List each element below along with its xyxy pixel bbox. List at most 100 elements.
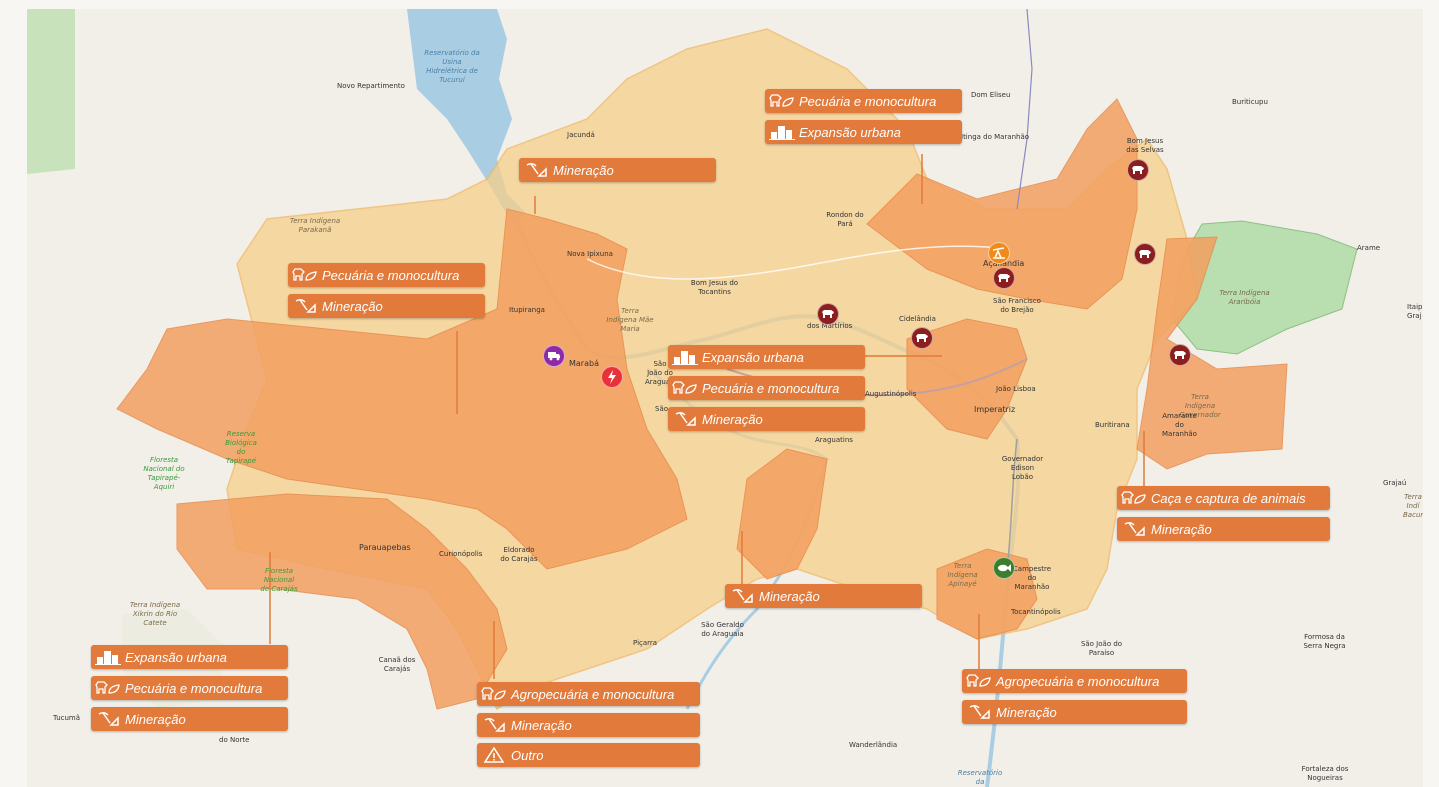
cow-pin[interactable] bbox=[1134, 243, 1156, 265]
place-formosa: Formosa da Serra Negra bbox=[1303, 633, 1346, 650]
lightning-icon bbox=[608, 370, 616, 384]
tag-label: Mineração bbox=[759, 588, 820, 604]
connector-lines bbox=[269, 154, 1145, 679]
pickaxe-icon bbox=[477, 713, 511, 737]
cow-leaf-icon bbox=[765, 89, 799, 113]
tag-mineracao[interactable]: Mineração bbox=[1117, 517, 1330, 541]
tag-label: Pecuária e monocultura bbox=[702, 380, 840, 396]
cow-leaf-icon bbox=[91, 676, 125, 700]
place-dom-eliseu: Dom Eliseu bbox=[971, 91, 1011, 99]
cow-icon bbox=[1132, 166, 1144, 174]
place-terra-governador: Terra Indígena Governador bbox=[1179, 393, 1221, 419]
cow-pin[interactable] bbox=[817, 303, 839, 325]
place-terra-parakana: Terra Indígena Parakanã bbox=[289, 217, 341, 234]
pickaxe-icon bbox=[288, 294, 322, 318]
place-sao-pedro-aguas: dos Martírios bbox=[807, 322, 853, 330]
place-augustinopolis: Augustinópolis bbox=[865, 390, 917, 398]
place-nova-ipixuna: Nova Ipixuna bbox=[567, 250, 613, 258]
place-buriticupu: Buriticupu bbox=[1232, 98, 1268, 106]
tag-caca[interactable]: Caça e captura de animais bbox=[1117, 486, 1330, 510]
place-terra-arariboia: Terra Indígena Araribóia bbox=[1219, 289, 1270, 306]
pickaxe-icon bbox=[962, 700, 996, 724]
place-sao-joao-araguaia: São João do Araguaia bbox=[645, 360, 677, 386]
place-imperatriz: Imperatriz bbox=[974, 405, 1016, 414]
place-itupiranga: Itupiranga bbox=[509, 306, 545, 314]
tag-label: Expansão urbana bbox=[125, 649, 227, 665]
place-grajau: Grajaú bbox=[1383, 479, 1407, 487]
tag-label: Mineração bbox=[322, 298, 383, 314]
place-arame: Arame bbox=[1357, 244, 1381, 252]
place-joao-lisboa: João Lisboa bbox=[996, 385, 1036, 393]
road-1 bbox=[586, 245, 1008, 280]
tag-pecuaria[interactable]: Pecuária e monocultura bbox=[765, 89, 962, 113]
tag-mineracao[interactable]: Mineração bbox=[477, 713, 700, 737]
tag-label: Expansão urbana bbox=[702, 349, 804, 365]
region-dark-west bbox=[116, 208, 688, 570]
place-terra-apinaye: Terra Indígena Apinayé bbox=[947, 562, 978, 588]
place-araguatins: Araguatins bbox=[815, 436, 853, 444]
place-sao-geraldo: São Geraldo do Araguaia bbox=[701, 621, 744, 638]
tag-label: Mineração bbox=[1151, 521, 1212, 537]
tag-label: Mineração bbox=[125, 711, 186, 727]
oil-pump-pin[interactable] bbox=[988, 242, 1010, 264]
truck-icon bbox=[548, 352, 560, 361]
cow-leaf-icon bbox=[668, 376, 702, 400]
tag-expansao[interactable]: Expansão urbana bbox=[765, 120, 962, 144]
fish-pin[interactable] bbox=[993, 557, 1015, 579]
tag-pecuaria[interactable]: Pecuária e monocultura bbox=[288, 263, 485, 287]
cow-pin[interactable] bbox=[911, 327, 933, 349]
tag-agropecuaria[interactable]: Agropecuária e monocultura bbox=[962, 669, 1187, 693]
tag-label: Outro bbox=[511, 747, 544, 763]
warning-icon bbox=[477, 743, 511, 767]
cow-leaf-icon bbox=[1117, 486, 1151, 510]
pickaxe-icon bbox=[1117, 517, 1151, 541]
region-dark-imperatriz bbox=[906, 318, 1028, 440]
place-governador-edison: Governador Edison Lobão bbox=[1001, 455, 1044, 481]
place-itaipava: Itaipava Grajaú bbox=[1407, 303, 1422, 320]
buildings-icon bbox=[765, 120, 799, 144]
place-reservatorio-tucurui: Reservatório da Usina Hidrelétrica de Tu… bbox=[424, 49, 480, 84]
tag-outro[interactable]: Outro bbox=[477, 743, 700, 767]
tag-mineracao[interactable]: Mineração bbox=[519, 158, 716, 182]
place-amarante: Amarante do Maranhão bbox=[1162, 412, 1197, 438]
tag-mineracao[interactable]: Mineração bbox=[91, 707, 288, 731]
cow-icon bbox=[822, 310, 834, 318]
place-curionopolis: Curionópolis bbox=[439, 550, 483, 558]
place-campestre: Campestre do Maranhão bbox=[1012, 565, 1052, 591]
tag-mineracao[interactable]: Mineração bbox=[288, 294, 485, 318]
place-wanderlandia: Wanderlândia bbox=[849, 741, 898, 749]
place-sao-francisco-brejao: São Francisco do Brejão bbox=[993, 297, 1041, 314]
map-canvas[interactable]: Novo Repartimento Reservatório da Usina … bbox=[27, 9, 1423, 787]
tag-label: Pecuária e monocultura bbox=[799, 93, 937, 109]
tag-expansao[interactable]: Expansão urbana bbox=[668, 345, 865, 369]
place-fortaleza: Fortaleza dos Nogueiras bbox=[1301, 765, 1349, 782]
tag-mineracao[interactable]: Mineração bbox=[668, 407, 865, 431]
truck-pin[interactable] bbox=[543, 345, 565, 367]
place-sao-domingos: São bbox=[655, 405, 669, 413]
tag-label: Mineração bbox=[996, 704, 1057, 720]
cow-icon bbox=[916, 334, 928, 342]
power-pin[interactable] bbox=[601, 366, 623, 388]
pickaxe-icon bbox=[725, 584, 759, 608]
place-picarra: Piçarra bbox=[633, 639, 658, 647]
tag-agropecuaria[interactable]: Agropecuária e monocultura bbox=[477, 682, 700, 706]
road-3 bbox=[1016, 9, 1033, 210]
place-floresta-carajas: Floresta Nacional de Carajás bbox=[260, 567, 298, 593]
tag-pecuaria[interactable]: Pecuária e monocultura bbox=[668, 376, 865, 400]
place-eldorado: Eldorado do Carajás bbox=[500, 546, 538, 563]
tag-mineracao[interactable]: Mineração bbox=[962, 700, 1187, 724]
oil-pump-icon bbox=[992, 247, 1005, 259]
place-reservatorio-estreito: Reservatório da Hidrelétrica bbox=[957, 769, 1003, 786]
cow-leaf-icon bbox=[288, 263, 322, 287]
place-bom-jesus-tocantins: Bom Jesus do Tocantins bbox=[690, 279, 739, 296]
green-strip-left bbox=[27, 9, 75, 174]
tag-mineracao[interactable]: Mineração bbox=[725, 584, 922, 608]
cow-leaf-icon bbox=[962, 669, 996, 693]
region-dark-amarante bbox=[1136, 236, 1288, 470]
cow-pin[interactable] bbox=[1127, 159, 1149, 181]
tag-pecuaria[interactable]: Pecuária e monocultura bbox=[91, 676, 288, 700]
place-tocantinopolis: Tocantinópolis bbox=[1011, 608, 1061, 616]
tag-expansao[interactable]: Expansão urbana bbox=[91, 645, 288, 669]
cow-pin[interactable] bbox=[1169, 344, 1191, 366]
cow-pin[interactable] bbox=[993, 267, 1015, 289]
